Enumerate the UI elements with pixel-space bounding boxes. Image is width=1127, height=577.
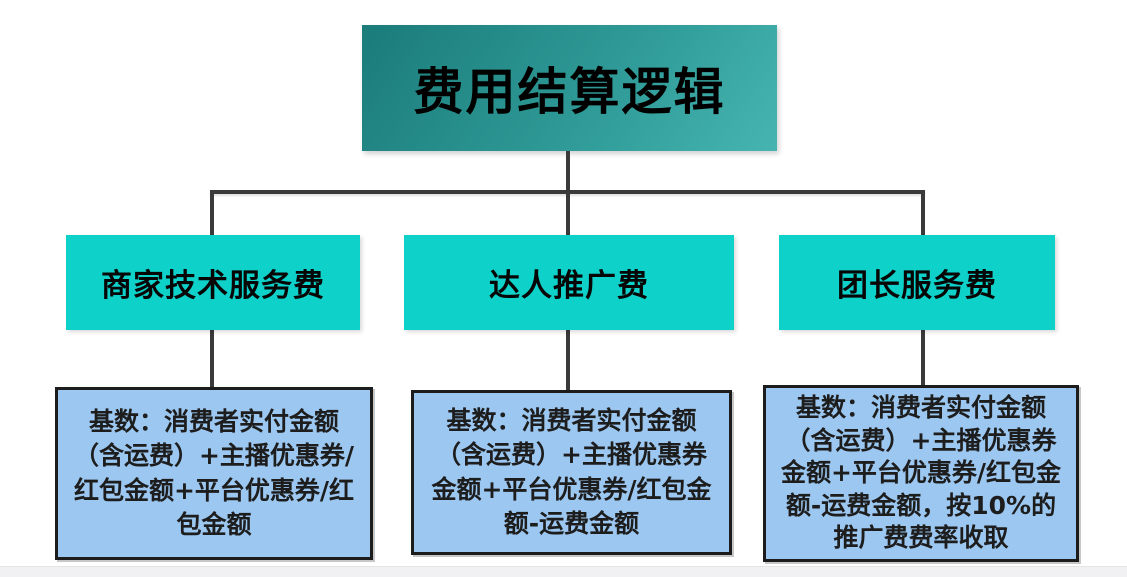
connector-drop-left-line [210,190,214,236]
title-box: 费用结算逻辑 [362,25,777,151]
connector-branch1-detail-line [210,330,214,388]
detail-text: 基数：消费者实付金额（含运费）+主播优惠券金额+平台优惠券/红包金额-运费金额，… [780,393,1062,553]
branch-box-merchant-tech-service-fee: 商家技术服务费 [66,235,360,330]
branch-box-leader-service-fee: 团长服务费 [779,235,1055,330]
connector-drop-middle-line [566,190,570,236]
detail-box-influencer-promotion-fee: 基数：消费者实付金额（含运费）+主播优惠券金额+平台优惠券/红包金额-运费金额 [411,390,732,555]
detail-text: 基数：消费者实付金额（含运费）+主播优惠券/红包金额+平台优惠券/红包金额 [73,406,355,540]
branch-label: 商家技术服务费 [101,268,325,304]
branch-box-influencer-promotion-fee: 达人推广费 [404,235,734,330]
connector-branch2-detail-line [566,330,570,391]
diagram-title: 费用结算逻辑 [413,63,726,121]
branch-label: 团长服务费 [837,268,997,304]
detail-text: 基数：消费者实付金额（含运费）+主播优惠券金额+平台优惠券/红包金额-运费金额 [431,405,712,539]
bottom-page-strip [0,566,1127,577]
connector-branch3-detail-line [921,330,925,386]
branch-label: 达人推广费 [489,268,649,304]
connector-drop-right-line [921,190,925,236]
connector-trunk-line [566,151,570,192]
detail-box-leader-service-fee: 基数：消费者实付金额（含运费）+主播优惠券金额+平台优惠券/红包金额-运费金额，… [763,385,1079,562]
detail-box-merchant-tech-service-fee: 基数：消费者实付金额（含运费）+主播优惠券/红包金额+平台优惠券/红包金额 [55,387,373,560]
